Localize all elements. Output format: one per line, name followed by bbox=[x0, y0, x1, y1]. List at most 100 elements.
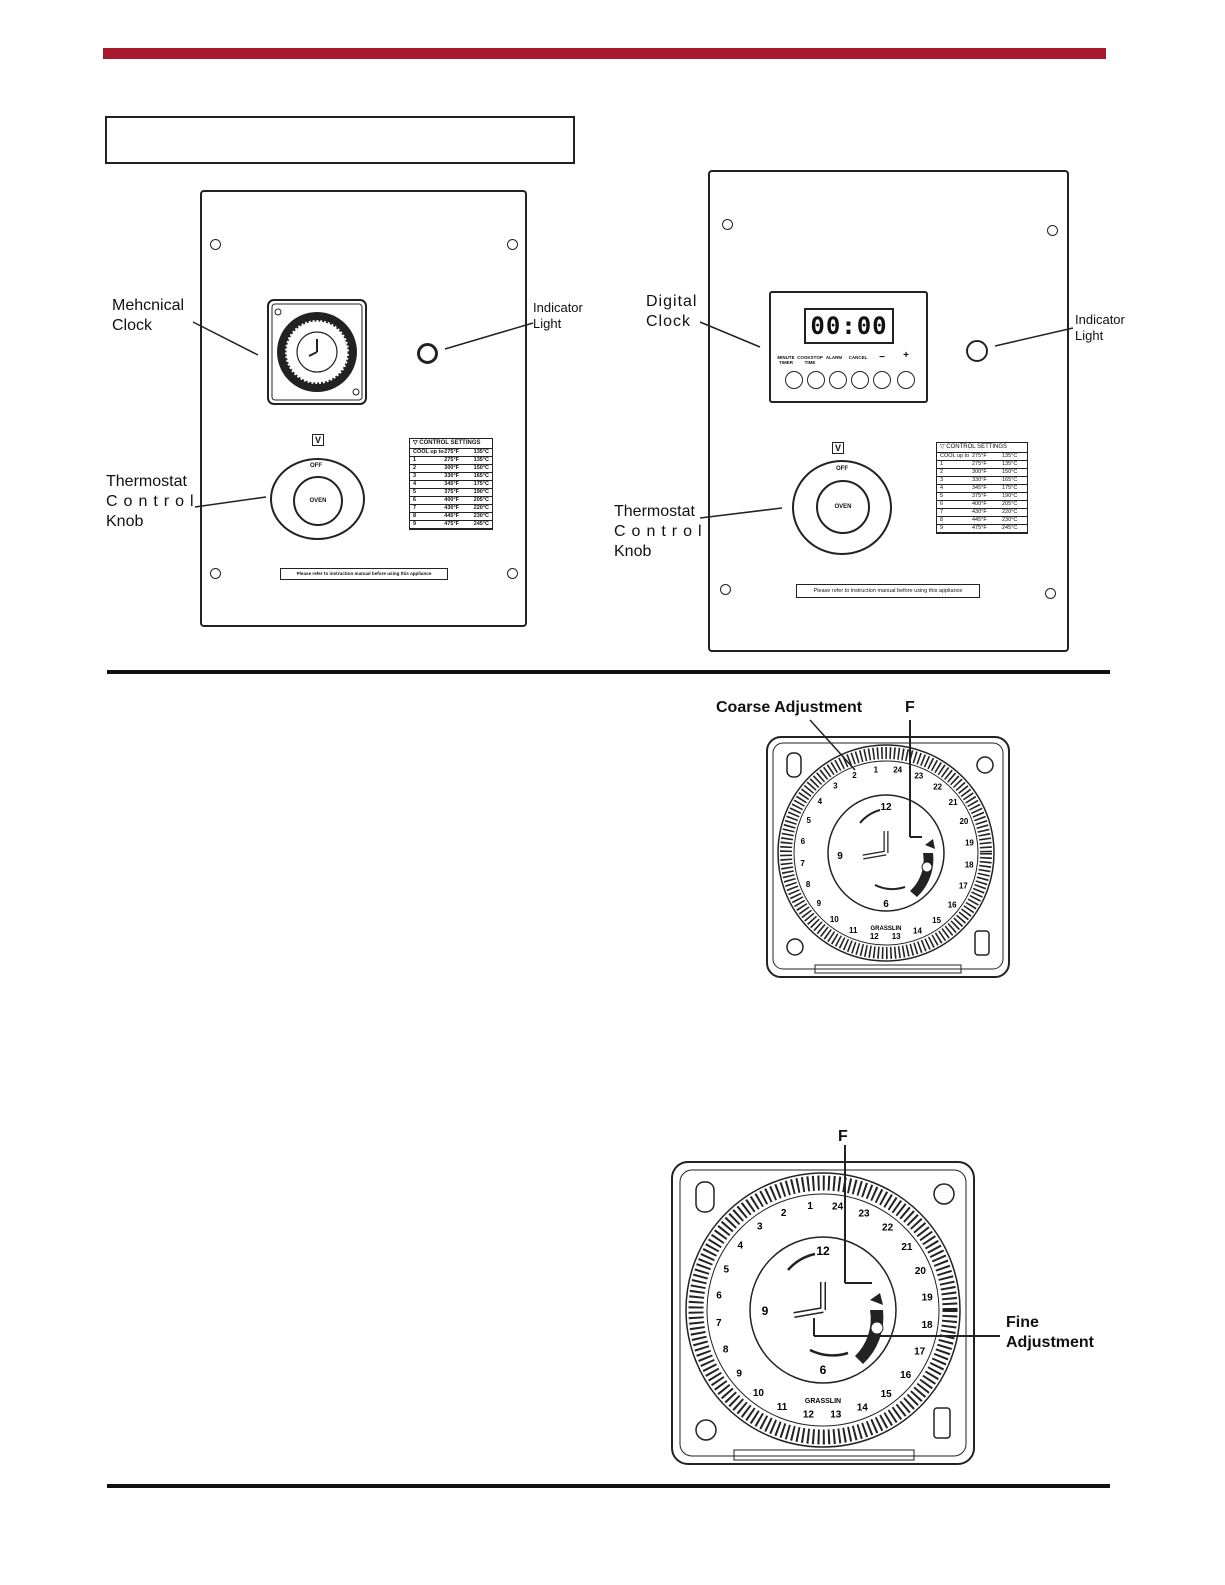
control-settings-cell: 9 bbox=[413, 521, 417, 527]
control-settings-cell: 300°F bbox=[972, 469, 987, 475]
btn-label-alarm: ALARM bbox=[825, 355, 843, 360]
dial-number: 8 bbox=[806, 880, 811, 889]
control-settings-cell: 400°F bbox=[444, 497, 460, 503]
dial-number: 24 bbox=[832, 1201, 844, 1212]
knob-off-label: OFF bbox=[836, 466, 848, 472]
cancel-button[interactable] bbox=[851, 371, 869, 389]
hour-12: 12 bbox=[880, 802, 892, 813]
control-settings-cell: 165°C bbox=[1002, 477, 1018, 483]
dial-number: 1 bbox=[807, 1201, 813, 1212]
dial-number: 22 bbox=[882, 1223, 894, 1234]
btn-label-cancel: CANCEL bbox=[848, 355, 868, 360]
mounting-hole bbox=[507, 239, 518, 250]
control-settings-cell: 220°C bbox=[1002, 509, 1018, 515]
dial-number: 6 bbox=[716, 1291, 722, 1302]
thermostat-control-knob[interactable]: OFF OVEN bbox=[792, 460, 892, 555]
dial-number: 18 bbox=[921, 1320, 933, 1331]
dial-number: 15 bbox=[881, 1389, 893, 1400]
control-settings-cell: 4 bbox=[940, 485, 944, 491]
control-settings-cell: 375°F bbox=[972, 493, 987, 499]
mechanical-control-panel: V OFF OVEN ▽ CONTROL SETTINGS COOL up to… bbox=[200, 190, 527, 627]
dial-number: 19 bbox=[965, 838, 974, 847]
dial-number: 13 bbox=[830, 1410, 842, 1421]
control-settings-cell: 5 bbox=[413, 489, 417, 495]
control-settings-cell: 150°C bbox=[473, 465, 489, 471]
control-settings-cell: 8 bbox=[940, 517, 944, 523]
dial-number: 23 bbox=[914, 771, 923, 780]
control-settings-cell: 165°C bbox=[473, 473, 489, 479]
digital-clock: 00:00 MINUTE TIMER COOKSTOP TIME ALARM C… bbox=[769, 291, 928, 403]
coarse-adjustment-label: Coarse Adjustment bbox=[716, 699, 863, 716]
plus-button[interactable] bbox=[897, 371, 915, 389]
dial-number: 10 bbox=[753, 1388, 765, 1399]
control-settings-cell: 6 bbox=[413, 497, 417, 503]
control-settings-cell: 175°C bbox=[1002, 485, 1018, 491]
dial-number: 9 bbox=[736, 1369, 742, 1380]
digital-display-value: 00:00 bbox=[810, 312, 888, 340]
dial-number: 19 bbox=[922, 1293, 934, 1304]
control-settings-cell: 205°C bbox=[473, 497, 489, 503]
control-settings-row: 6 400°F 205°C bbox=[410, 497, 492, 505]
f-marker-label: F bbox=[905, 699, 915, 716]
cookstop-time-button[interactable] bbox=[807, 371, 825, 389]
refer-note: Please refer to instruction manual befor… bbox=[796, 584, 980, 598]
alarm-button[interactable] bbox=[829, 371, 847, 389]
dial-number: 9 bbox=[817, 899, 822, 908]
hour-12: 12 bbox=[816, 1244, 830, 1258]
dial-number: 6 bbox=[801, 837, 806, 846]
minute-timer-button[interactable] bbox=[785, 371, 803, 389]
control-settings-cell: 245°C bbox=[1002, 525, 1018, 531]
control-settings-cell: 175°C bbox=[473, 481, 489, 487]
control-settings-cell: 430°F bbox=[444, 505, 460, 511]
dial-number: 3 bbox=[833, 782, 838, 791]
dial-number: 15 bbox=[932, 916, 941, 925]
knob-center: OVEN bbox=[816, 480, 870, 534]
dial-number: 13 bbox=[892, 932, 901, 941]
dial-number: 23 bbox=[858, 1209, 870, 1220]
dial-number: 7 bbox=[716, 1318, 722, 1329]
control-settings-cell: 330°F bbox=[972, 477, 987, 483]
coarse-clock-diagram: 12 9 6 GRASSLIN 242322212019181716151413… bbox=[766, 736, 1010, 978]
control-settings-cell: 330°F bbox=[444, 473, 460, 479]
control-settings-row: 4 345°F 175°C bbox=[937, 485, 1027, 493]
control-settings-cell: 9 bbox=[940, 525, 944, 531]
section-divider bbox=[107, 670, 1110, 674]
refer-note: Please refer to instruction manual befor… bbox=[280, 568, 448, 580]
control-settings-cell: 445°F bbox=[444, 513, 460, 519]
mounting-hole bbox=[507, 568, 518, 579]
control-settings-cell: 3 bbox=[940, 477, 944, 483]
control-settings-cell: 2 bbox=[413, 465, 417, 471]
mounting-hole bbox=[210, 568, 221, 579]
dial-number: 1 bbox=[874, 765, 879, 774]
dial-number: 24 bbox=[893, 766, 902, 775]
control-settings-cell: 345°F bbox=[972, 485, 987, 491]
control-settings-title: ▽ CONTROL SETTINGS bbox=[410, 439, 492, 449]
indicator-light bbox=[966, 340, 988, 362]
thermostat-control-knob[interactable]: OFF OVEN bbox=[270, 458, 365, 540]
knob-center-label: OVEN bbox=[309, 498, 327, 504]
control-settings-cell: 2 bbox=[940, 469, 944, 475]
thermostat-v-mark: V bbox=[832, 442, 844, 454]
hour-9: 9 bbox=[837, 851, 843, 862]
control-settings-cell: 230°C bbox=[473, 513, 489, 519]
dial-number: 8 bbox=[723, 1345, 729, 1356]
digital-control-panel: 00:00 MINUTE TIMER COOKSTOP TIME ALARM C… bbox=[708, 170, 1069, 652]
dial-number: 10 bbox=[830, 915, 839, 924]
minus-button[interactable] bbox=[873, 371, 891, 389]
mechanical-clock[interactable] bbox=[267, 299, 367, 405]
